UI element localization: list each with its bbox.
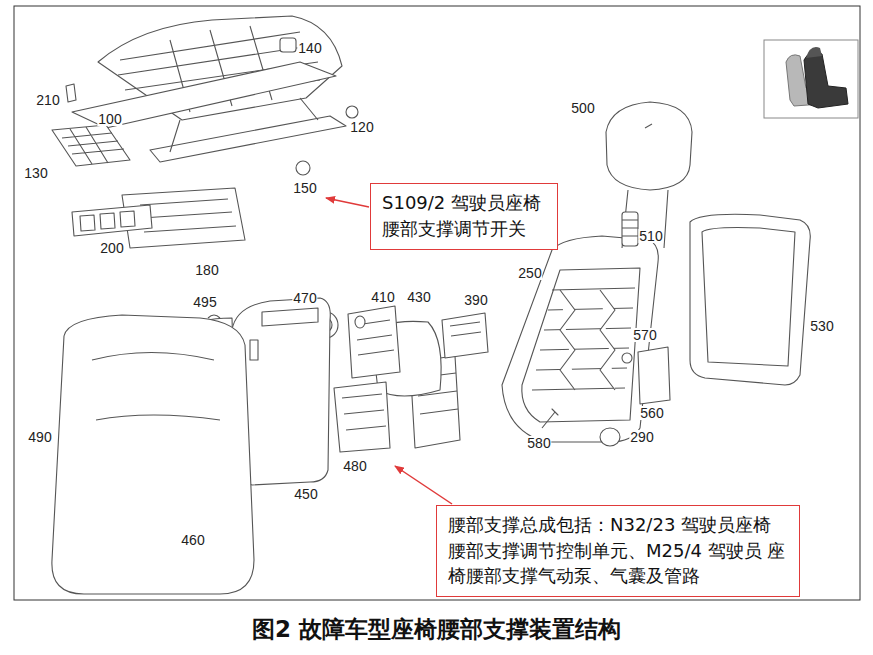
backrest-parts bbox=[522, 268, 640, 422]
callout-number: 140 bbox=[297, 41, 322, 55]
red-arrow bbox=[326, 198, 369, 207]
callout-number: 150 bbox=[292, 181, 317, 195]
backrest-parts bbox=[600, 428, 620, 446]
backrest-parts bbox=[542, 409, 558, 428]
lumbar-parts bbox=[342, 394, 386, 430]
seat-base-frame bbox=[296, 161, 310, 175]
cushion-and-modules bbox=[72, 205, 152, 236]
page-frame bbox=[14, 6, 860, 600]
seat-base-frame bbox=[72, 62, 336, 128]
backrest-parts bbox=[622, 190, 668, 248]
callout-number: 210 bbox=[35, 93, 60, 107]
seat-base-frame bbox=[346, 106, 358, 118]
lumbar-parts bbox=[348, 306, 400, 378]
backrest-cover-and-foam bbox=[52, 298, 330, 594]
callout-number: 200 bbox=[99, 241, 124, 255]
callout-number: 180 bbox=[194, 263, 219, 277]
callout-number: 510 bbox=[638, 229, 663, 243]
seat-base-frame bbox=[280, 38, 296, 52]
callout-number: 480 bbox=[342, 459, 367, 473]
callout-number: 470 bbox=[292, 291, 317, 305]
callout-number: 570 bbox=[632, 328, 657, 342]
backrest-parts bbox=[638, 347, 670, 404]
backrest-parts bbox=[622, 220, 638, 236]
thumbnail-inset bbox=[806, 47, 822, 58]
backrest-parts bbox=[502, 236, 658, 442]
callout-number: 130 bbox=[23, 166, 48, 180]
callout-number: 460 bbox=[180, 533, 205, 547]
backrest-parts bbox=[622, 353, 632, 363]
lumbar-parts bbox=[450, 322, 481, 336]
thumbnail-inset bbox=[764, 40, 858, 118]
lumbar-parts bbox=[314, 306, 488, 452]
callout-number: 120 bbox=[349, 120, 374, 134]
backrest-parts bbox=[645, 124, 652, 128]
cushion-and-modules bbox=[62, 127, 124, 164]
callout-number: 430 bbox=[406, 290, 431, 304]
backrest-parts bbox=[622, 212, 638, 246]
backrest-parts bbox=[606, 102, 692, 190]
callout-box: 腰部支撑总成包括：N32/23 驾驶员座椅 腰部支撑调节控制单元、M25/4 驾… bbox=[436, 505, 800, 597]
backrest-cover-and-foam bbox=[92, 353, 220, 421]
backrest-parts bbox=[690, 214, 810, 385]
cushion-and-modules bbox=[52, 125, 245, 248]
red-arrow bbox=[395, 466, 452, 504]
backrest-parts bbox=[532, 288, 635, 390]
lumbar-parts bbox=[334, 382, 390, 452]
callout-number: 450 bbox=[293, 487, 318, 501]
callout-number: 290 bbox=[629, 430, 654, 444]
lumbar-parts bbox=[442, 313, 488, 358]
seat-base-frame bbox=[170, 98, 318, 152]
callout-number: 490 bbox=[27, 430, 52, 444]
callout-number: 410 bbox=[370, 290, 395, 304]
callout-number: 390 bbox=[463, 293, 488, 307]
callout-number: 250 bbox=[517, 266, 542, 280]
callout-box: S109/2 驾驶员座椅 腰部支撑调节开关 bbox=[370, 183, 558, 250]
backrest-cover-and-foam bbox=[208, 315, 220, 318]
callout-number: 100 bbox=[97, 112, 122, 126]
backrest-parts bbox=[702, 228, 795, 367]
backrest-cover-and-foam bbox=[52, 315, 254, 594]
cushion-and-modules bbox=[80, 211, 135, 231]
seat-base-frame bbox=[66, 84, 76, 102]
figure-caption: 图2 故障车型座椅腰部支撑装置结构 bbox=[0, 614, 873, 645]
backrest-parts bbox=[502, 102, 810, 446]
cushion-and-modules bbox=[52, 125, 130, 166]
callout-text: 腰部支撑总成包括：N32/23 驾驶员座椅 腰部支撑调节控制单元、M25/4 驾… bbox=[448, 512, 788, 589]
callout-number: 580 bbox=[526, 436, 551, 450]
callout-number: 495 bbox=[192, 295, 217, 309]
cushion-and-modules bbox=[140, 199, 236, 232]
callout-number: 500 bbox=[570, 101, 595, 115]
backrest-cover-and-foam bbox=[250, 308, 318, 360]
backrest-parts bbox=[560, 290, 615, 390]
callout-text: S109/2 驾驶员座椅 腰部支撑调节开关 bbox=[382, 190, 546, 241]
lumbar-parts bbox=[355, 316, 365, 328]
thumbnail-inset bbox=[764, 40, 858, 118]
thumbnail-inset bbox=[804, 52, 848, 108]
callout-number: 530 bbox=[809, 319, 834, 333]
callout-number: 560 bbox=[639, 406, 664, 420]
